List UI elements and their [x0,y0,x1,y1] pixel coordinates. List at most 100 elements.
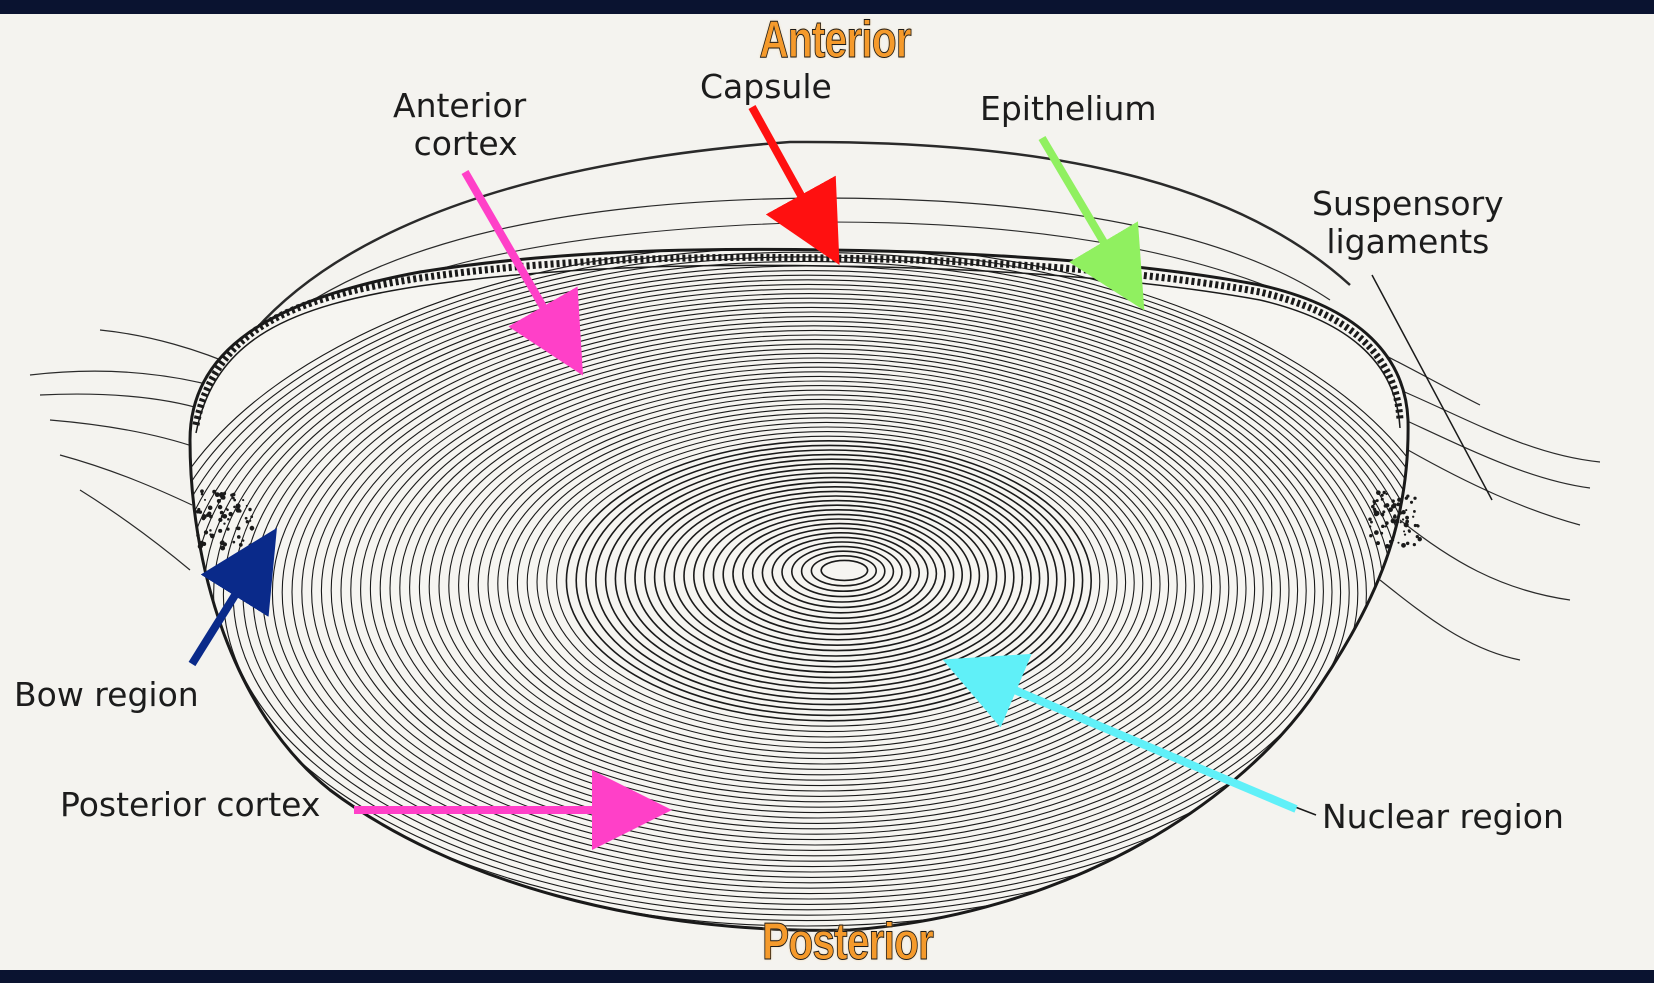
stipple-dot [1401,510,1405,514]
suspensory-ligaments-label-line2: ligaments [1312,223,1504,261]
stipple-dot [217,499,221,503]
stipple-dot [208,505,213,510]
stipple-dot [219,492,224,497]
stipple-dot [1381,498,1384,501]
stipple-dot [239,543,243,547]
stipple-dot [245,517,248,520]
stipple-dot [1412,516,1414,518]
stipple-dot [246,505,248,507]
stipple-dot [1402,518,1404,520]
stipple-dot [218,518,222,522]
stipple-dot [1400,521,1402,523]
stipple-dot [232,541,235,544]
anterior-cortex-label-line1: Anterior [393,87,526,125]
stipple-dot [1413,510,1416,513]
stipple-dot [1370,521,1373,524]
posterior-cortex-label: Posterior cortex [60,786,320,824]
stipple-dot [1401,543,1406,548]
stipple-dot [1374,509,1376,511]
stipple-dot [1384,504,1388,508]
stipple-dot [218,505,223,510]
anterior-orientation-label: Anterior [759,10,911,70]
stipple-dot [251,528,253,530]
stipple-dot [1405,520,1409,524]
stipple-dot [1371,505,1375,509]
stipple-dot [221,515,224,518]
stipple-dot [228,512,232,516]
stipple-dot [1376,541,1380,545]
stipple-dot [246,520,249,523]
stipple-dot [225,508,227,510]
stipple-dot [1385,544,1390,549]
stipple-dot [220,546,225,551]
stipple-dot [250,515,253,518]
stipple-dot [1392,539,1394,541]
stipple-dot [249,520,251,522]
stipple-dot [1382,510,1385,513]
stipple-dot [1391,504,1396,509]
stipple-dot [1397,502,1401,506]
stipple-dot [1369,534,1372,537]
stipple-dot [242,539,244,541]
stipple-dot [1376,490,1381,495]
stipple-dot [1405,509,1407,511]
stipple-dot [1381,525,1384,528]
stipple-dot [1397,498,1401,502]
nuclear-region-label: Nuclear region [1322,798,1564,836]
stipple-dot [1381,494,1384,497]
stipple-dot [1380,513,1382,515]
stipple-dot [1380,532,1383,535]
epithelium-label: Epithelium [980,90,1157,128]
stipple-dot [212,490,216,494]
stipple-dot [1384,525,1386,527]
stipple-dot [223,522,225,524]
stipple-dot [1408,529,1411,532]
posterior-orientation-label: Posterior [762,912,933,972]
stipple-dot [1385,493,1387,495]
stipple-dot [248,508,251,511]
stipple-dot [199,510,202,513]
anterior-cortex-label-line2: cortex [405,125,526,163]
stipple-dot [230,494,233,497]
stipple-dot [1369,525,1371,527]
stipple-dot [1373,503,1375,505]
stipple-dot [233,506,236,509]
stipple-dot [1385,521,1389,525]
stipple-dot [236,508,241,513]
stipple-dot [209,529,212,532]
stipple-dot [242,499,244,501]
suspensory-ligaments-label-line1: Suspensory [1312,185,1504,223]
stipple-dot [218,529,222,533]
stipple-dot [204,499,206,501]
stipple-dot [236,503,241,508]
stipple-dot [1372,500,1376,504]
stipple-dot [1406,542,1409,545]
stipple-dot [1413,543,1416,546]
stipple-dot [1406,495,1409,498]
stipple-dot [210,534,215,539]
stipple-dot [227,518,230,521]
stipple-dot [1391,499,1395,503]
stipple-dot [1397,542,1399,544]
stipple-dot [1391,518,1396,523]
stipple-dot [202,517,205,520]
anterior-cortex-label: Anterior cortex [393,87,526,163]
stipple-dot [207,512,211,516]
stipple-dot [220,511,224,515]
stipple-dot [201,493,204,496]
stipple-dot [248,543,253,548]
stipple-dot [1393,515,1397,519]
stipple-dot [1418,537,1422,541]
stipple-dot [220,541,224,545]
stipple-dot [1405,516,1409,520]
stipple-dot [1376,499,1379,502]
stipple-dot [196,534,199,537]
stipple-dot [1368,518,1371,521]
stipple-dot [237,535,241,539]
stipple-dot [1416,524,1418,526]
stipple-dot [233,499,236,502]
stipple-dot [200,489,204,493]
stipple-dot [202,542,206,546]
suspensory-ligaments-label: Suspensory ligaments [1312,185,1504,261]
